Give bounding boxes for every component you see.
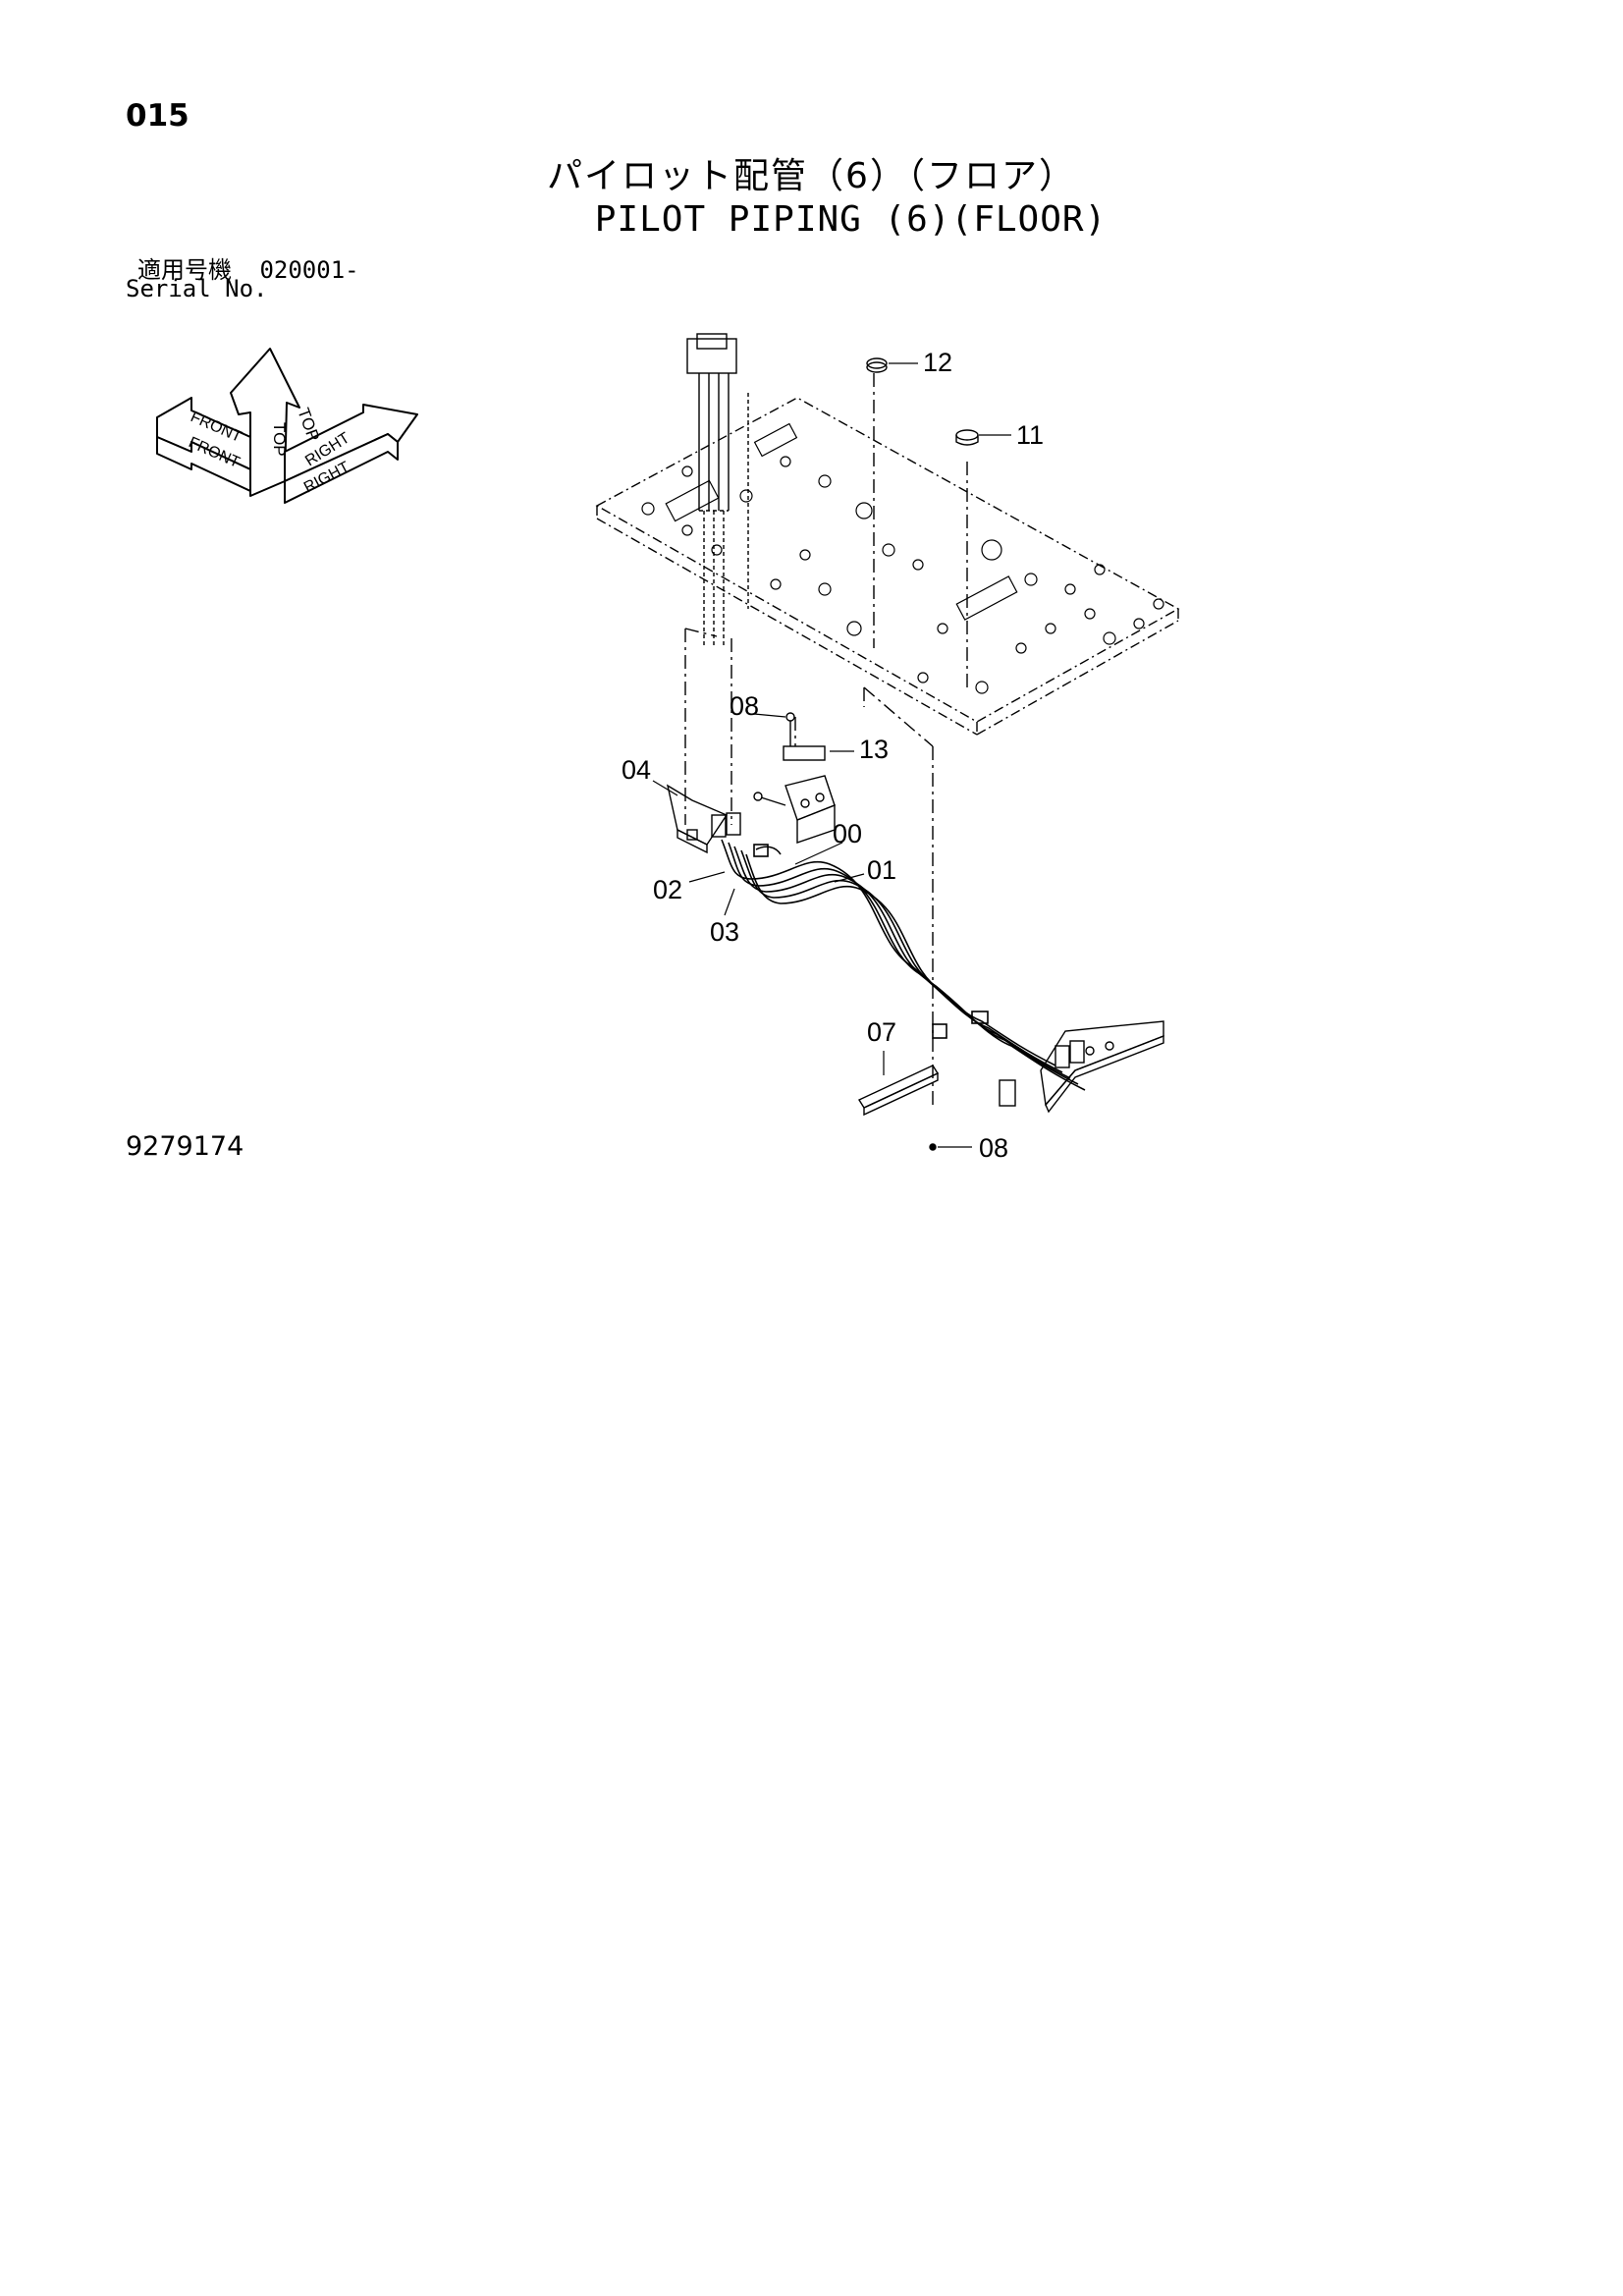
right-pedal-bracket (999, 1020, 1164, 1114)
callout-08-lower: 08 (979, 1133, 1008, 1163)
orientation-arrows-icon: TOP TOP FRONT FRONT RIGHT RIGHT (156, 348, 418, 504)
callout-13: 13 (859, 735, 889, 764)
clamp-strip (857, 1065, 940, 1117)
title-english: PILOT PIPING (6)(FLOOR) (594, 199, 1108, 240)
washer-part (866, 357, 888, 373)
callout-03: 03 (710, 917, 739, 947)
left-bracket (666, 784, 741, 854)
callout-02: 02 (653, 875, 682, 904)
top-label-left: TOP (270, 422, 289, 457)
serial-row-japanese: 適用号機 020001- (137, 250, 359, 285)
callout-12: 12 (923, 348, 952, 377)
callout-08-upper: 08 (730, 691, 759, 721)
title-japanese: パイロット配管（6）（フロア） (547, 156, 1076, 196)
callout-00: 00 (833, 819, 862, 848)
bolt-part (929, 1143, 937, 1151)
cap-part (955, 429, 979, 446)
pilot-hoses (721, 839, 1086, 1091)
callout-11: 11 (1016, 420, 1044, 450)
front-arrow-side (156, 436, 251, 492)
serial-value: 020001- (259, 256, 359, 284)
serial-label-japanese: 適用号機 (137, 256, 232, 284)
serial-label-english: Serial No. (126, 275, 268, 302)
page-number: 015 (126, 98, 189, 134)
right-arrow-side (284, 433, 399, 504)
floor-plate (595, 397, 1180, 736)
assembly-guide-lines (684, 373, 968, 1110)
drawing-number: 9279174 (126, 1131, 244, 1162)
pilot-valve-assembly (686, 333, 749, 648)
callout-04: 04 (622, 755, 651, 785)
floor-plate-holes (641, 422, 1164, 694)
callout-leaders (652, 362, 1011, 1148)
callout-01: 01 (867, 855, 896, 885)
valve-block (753, 712, 836, 844)
callout-07: 07 (867, 1017, 896, 1047)
